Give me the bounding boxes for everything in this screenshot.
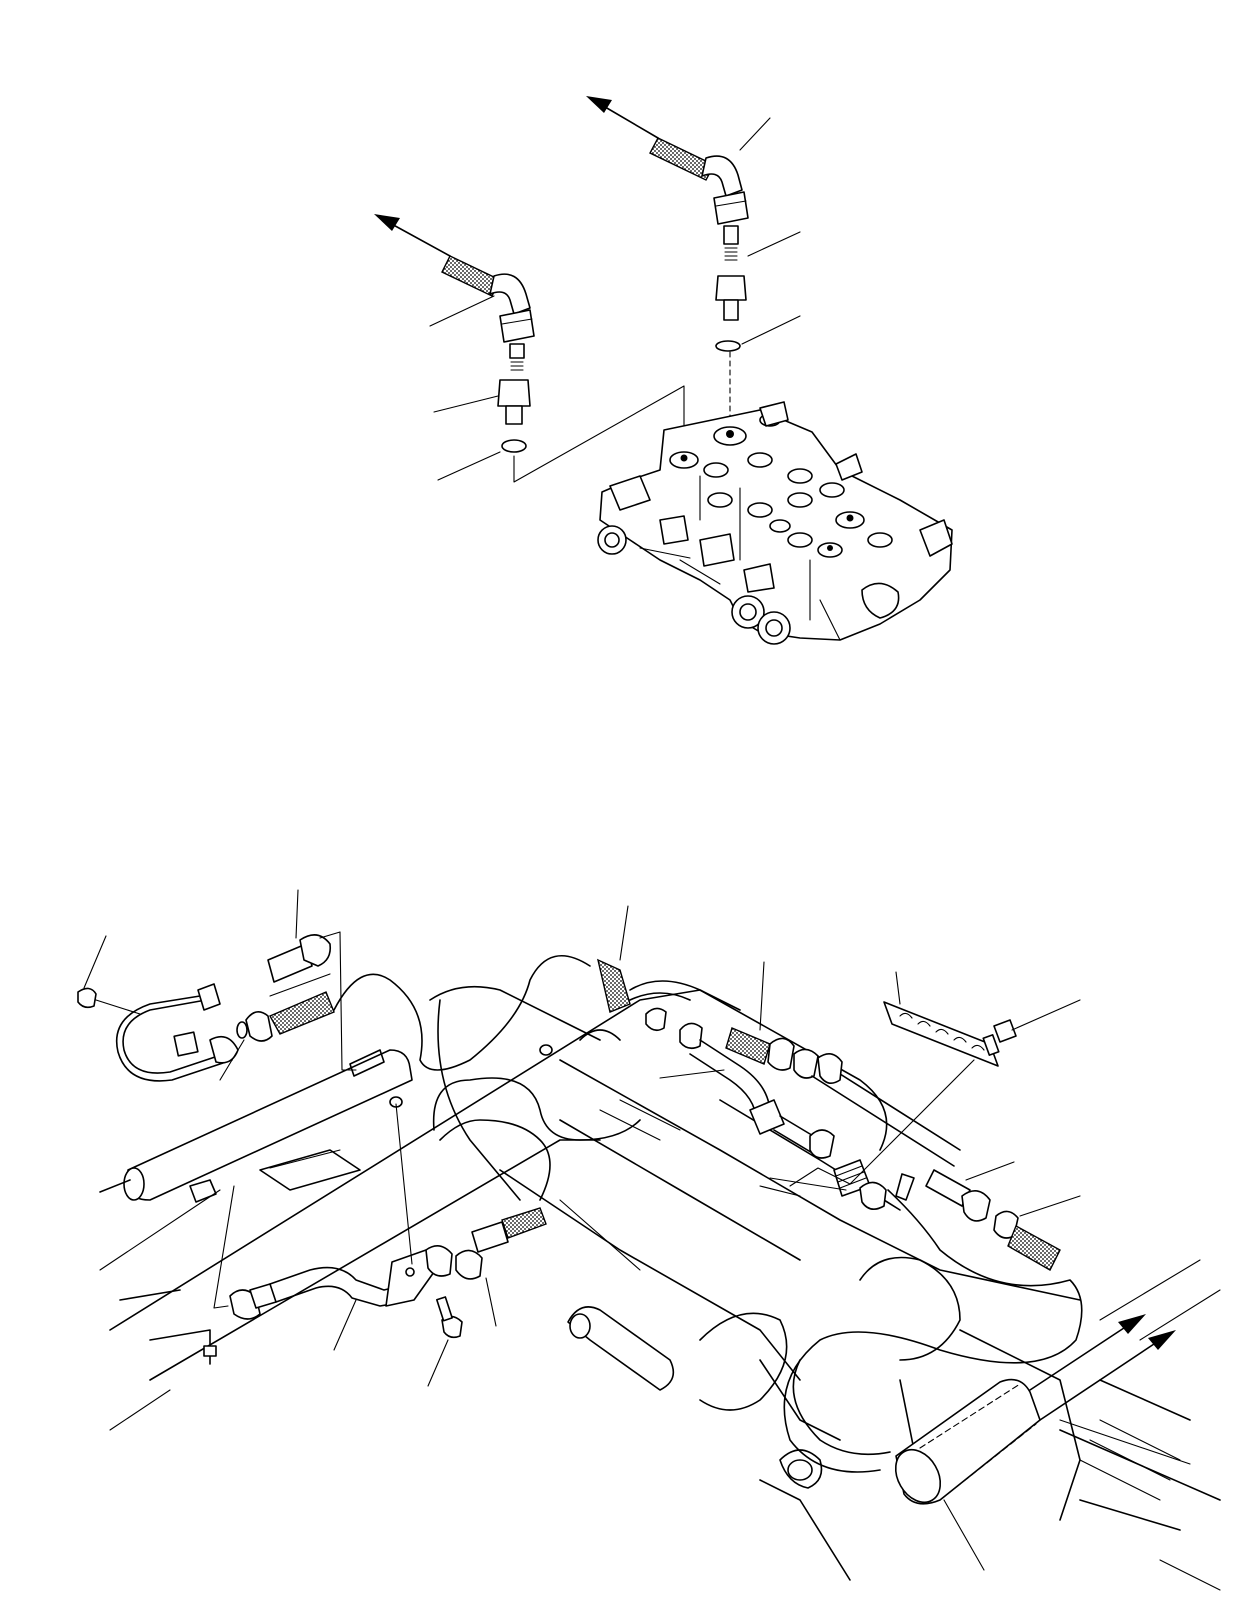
- upper-elbow-adapter-left: [433, 309, 535, 425]
- lower-pipe-left: [99, 1096, 453, 1351]
- boom-assembly: [109, 985, 1221, 1581]
- clamp-plate: [759, 971, 999, 1197]
- leader-lines: [109, 1199, 1221, 1591]
- cylinder: [99, 1049, 675, 1391]
- upper-hose-left: [374, 214, 531, 327]
- upper-elbow-adapter-right: [713, 191, 801, 321]
- hose-loop-right: [333, 905, 1083, 1473]
- upper-hose-right: [586, 96, 771, 197]
- mounting-bolt-center: [427, 1296, 463, 1387]
- lower-pipe-right: [725, 961, 1081, 1271]
- mounting-bolt-right: [982, 999, 1081, 1056]
- upper-o-ring-left: [437, 385, 685, 483]
- lower-pipe-center: [645, 1007, 887, 1210]
- protector-sleeve: [894, 1259, 1221, 1571]
- hose-loop-left: [77, 889, 357, 1082]
- control-valve: [597, 401, 953, 645]
- mounting-bolt-left: [455, 1207, 547, 1327]
